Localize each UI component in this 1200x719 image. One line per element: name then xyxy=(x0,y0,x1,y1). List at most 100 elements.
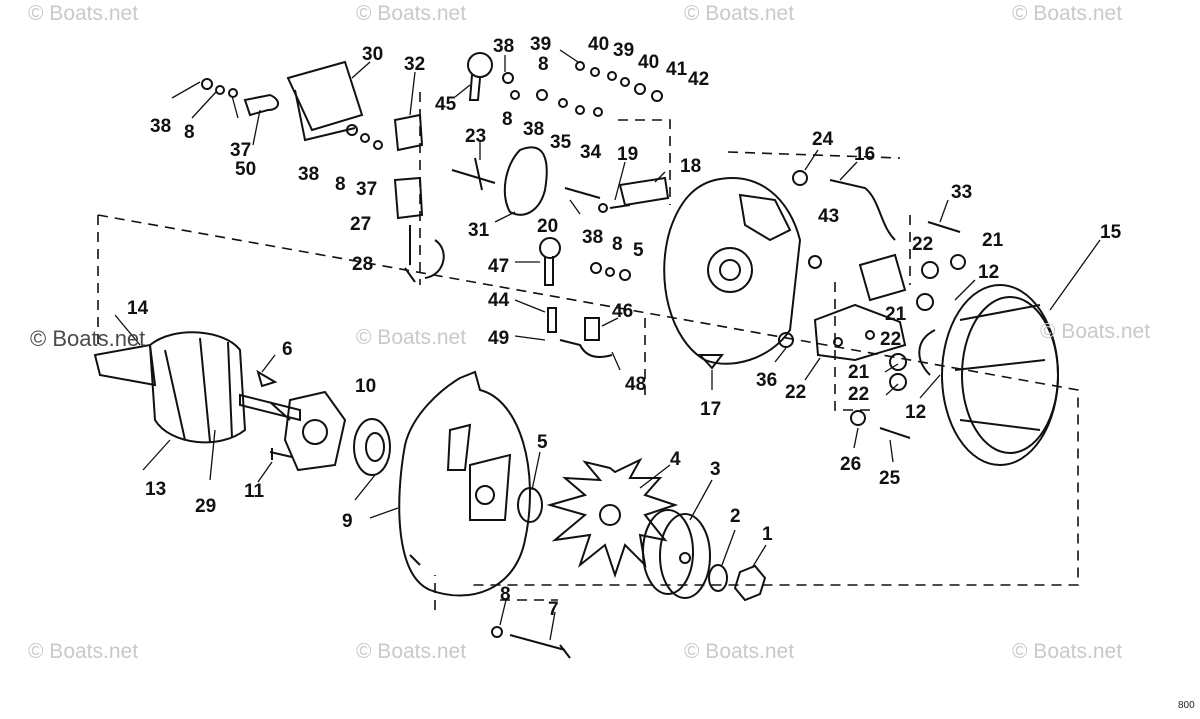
part-number: 8 xyxy=(502,109,513,130)
part-number: 30 xyxy=(362,44,383,65)
part-key xyxy=(256,369,278,388)
part-number: 8 xyxy=(335,174,346,195)
part-number: 8 xyxy=(612,234,623,255)
watermark: © Boats.net xyxy=(356,640,467,663)
part-fan xyxy=(546,457,679,579)
part-number: 48 xyxy=(625,374,646,395)
part-number: 11 xyxy=(244,481,265,502)
part-number: 1 xyxy=(762,524,773,545)
part-washer-36 xyxy=(778,332,794,348)
part-bolt-25 xyxy=(879,427,911,439)
part-number: 8 xyxy=(538,54,549,75)
part-number: 20 xyxy=(537,216,558,237)
part-nut-1 xyxy=(733,564,767,602)
part-number: 39 xyxy=(613,40,634,61)
part-number: 5 xyxy=(633,240,644,261)
part-numbers: 1 2 3 4 5 5 6 7 8 8 8 8 8 8 9 10 11 12 1… xyxy=(127,34,1122,620)
part-spacer-5 xyxy=(517,487,543,523)
part-number: 14 xyxy=(127,298,149,319)
part-number: 26 xyxy=(840,454,861,475)
part-number: 18 xyxy=(680,156,701,177)
part-cover-plate xyxy=(503,146,548,216)
part-number: 5 xyxy=(537,432,548,453)
part-drive-end-housing xyxy=(398,370,531,597)
part-through-bolt xyxy=(509,634,571,659)
part-ring-30 xyxy=(286,60,364,142)
part-number: 29 xyxy=(195,496,216,517)
part-number: 47 xyxy=(488,256,509,277)
watermark: © Boats.net xyxy=(1040,320,1151,343)
watermark: © Boats.net xyxy=(356,326,467,349)
part-diode-caps xyxy=(889,254,966,391)
part-number: 44 xyxy=(488,290,510,311)
part-screw-33 xyxy=(927,221,961,233)
part-eyelet-47 xyxy=(539,237,561,286)
part-number: 38 xyxy=(523,119,544,140)
leader-lines xyxy=(114,49,1101,641)
part-number: 31 xyxy=(468,220,490,241)
corner-code: 800 xyxy=(1178,700,1195,711)
part-number: 40 xyxy=(588,34,609,55)
part-number: 36 xyxy=(756,370,777,391)
part-number: 22 xyxy=(848,384,869,405)
part-number: 16 xyxy=(854,144,875,165)
part-number: 6 xyxy=(282,339,293,360)
part-wire-16 xyxy=(829,179,896,241)
part-eyelet-45 xyxy=(467,52,493,101)
part-number: 37 xyxy=(230,140,251,161)
part-rectifier-bridge xyxy=(813,253,907,362)
part-number: 50 xyxy=(235,159,256,180)
part-number: 24 xyxy=(812,129,834,150)
part-number: 41 xyxy=(666,59,688,80)
part-number: 38 xyxy=(298,164,319,185)
part-number: 21 xyxy=(982,230,1004,251)
part-number: 22 xyxy=(912,234,933,255)
part-clip-50 xyxy=(243,93,279,117)
part-washer-2 xyxy=(708,564,728,592)
part-number: 4 xyxy=(670,449,681,470)
part-number: 46 xyxy=(612,301,633,322)
part-number: 22 xyxy=(880,329,901,350)
part-number: 19 xyxy=(617,144,638,165)
watermark: © Boats.net xyxy=(356,2,467,25)
part-number: 40 xyxy=(638,52,659,73)
part-number: 9 xyxy=(342,511,353,532)
part-number: 42 xyxy=(688,69,709,90)
part-number: 3 xyxy=(710,459,721,480)
part-pulley xyxy=(642,509,711,599)
watermark: © Boats.net xyxy=(28,2,139,25)
part-washer-43 xyxy=(808,255,822,269)
part-terminal-bolt xyxy=(451,157,496,191)
part-number: 33 xyxy=(951,182,972,203)
part-small-washers xyxy=(201,61,663,281)
part-number: 23 xyxy=(465,126,486,147)
part-number: 8 xyxy=(500,584,511,605)
part-number: 22 xyxy=(785,382,806,403)
part-number: 27 xyxy=(350,214,371,235)
watermark: © Boats.net xyxy=(1012,2,1123,25)
part-number: 21 xyxy=(848,362,870,383)
part-regulator-block xyxy=(393,176,445,283)
part-number: 28 xyxy=(352,254,373,275)
part-bracket-18 xyxy=(564,176,670,209)
part-number: 49 xyxy=(488,328,509,349)
part-bearing-plate xyxy=(283,390,391,476)
watermark: © Boats.net xyxy=(1012,640,1123,663)
part-number: 43 xyxy=(818,206,839,227)
part-number: 15 xyxy=(1100,222,1122,243)
part-number: 12 xyxy=(978,262,999,283)
part-number: 39 xyxy=(530,34,551,55)
watermark: © Boats.net xyxy=(28,640,139,663)
part-number: 38 xyxy=(493,36,514,57)
part-number: 10 xyxy=(355,376,376,397)
part-number: 13 xyxy=(145,479,166,500)
part-number: 12 xyxy=(905,402,926,423)
part-brush-holder xyxy=(393,113,424,152)
part-number: 25 xyxy=(879,468,901,489)
part-number: 34 xyxy=(580,142,602,163)
part-number: 21 xyxy=(885,304,907,325)
watermark: © Boats.net xyxy=(30,326,146,351)
watermark: © Boats.net xyxy=(684,640,795,663)
